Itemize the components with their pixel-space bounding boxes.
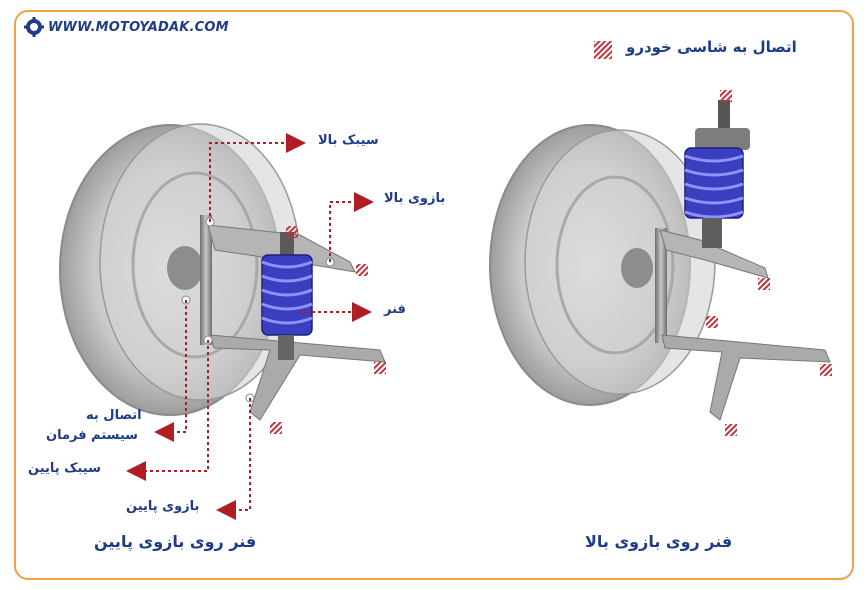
- label-upper-arm: بازوی بالا: [384, 191, 446, 206]
- label-upper-ball-joint: سیبک بالا: [318, 133, 379, 148]
- chassis-mount-icon: [286, 226, 298, 238]
- legend-label: اتصال به شاسی خودرو: [626, 38, 797, 56]
- leader-upper-ball-joint: [209, 133, 306, 222]
- right-suspension-diagram: [489, 90, 832, 436]
- label-steering-line2: سیستم فرمان: [46, 428, 138, 443]
- label-steering-line1: اتصال به: [86, 408, 142, 423]
- leader-lower-arm: [216, 398, 251, 520]
- left-lower-arm: [209, 334, 386, 421]
- right-caption: فنر روی بازوی بالا: [585, 532, 733, 551]
- label-spring: فنر: [384, 302, 406, 317]
- label-lower-arm: بازوی پایین: [126, 499, 200, 514]
- right-knuckle: [655, 228, 667, 343]
- chassis-mount-icon: [356, 264, 368, 276]
- chassis-mount-icon: [720, 90, 732, 102]
- gear-logo-icon: [24, 17, 44, 37]
- label-lower-ball-joint: سیبک پایین: [28, 461, 101, 476]
- leader-lower-ball-joint: [126, 340, 209, 481]
- right-spring-seat-top: [695, 128, 750, 150]
- chassis-mount-icon: [374, 362, 386, 374]
- chassis-mount-icon: [270, 422, 282, 434]
- left-shock-bottom: [278, 335, 294, 360]
- right-wheel: [489, 124, 716, 406]
- chassis-mount-icon: [706, 316, 718, 328]
- right-lower-arm: [661, 334, 831, 421]
- logo-text: WWW.MOTOYADAK.COM: [48, 19, 229, 35]
- right-shock-top: [718, 100, 730, 130]
- right-shock-bottom: [702, 218, 722, 248]
- leader-steering: [154, 300, 187, 442]
- left-knuckle: [200, 215, 212, 345]
- chassis-mount-icon: [725, 424, 737, 436]
- chassis-mount-icon: [758, 278, 770, 290]
- left-suspension-diagram: [59, 123, 386, 520]
- hatch-marker-icon: [594, 41, 612, 59]
- left-caption: فنر روی بازوی پایین: [94, 532, 257, 551]
- leader-upper-arm: [329, 192, 374, 262]
- chassis-mount-icon: [820, 364, 832, 376]
- site-logo[interactable]: WWW.MOTOYADAK.COM: [24, 17, 229, 37]
